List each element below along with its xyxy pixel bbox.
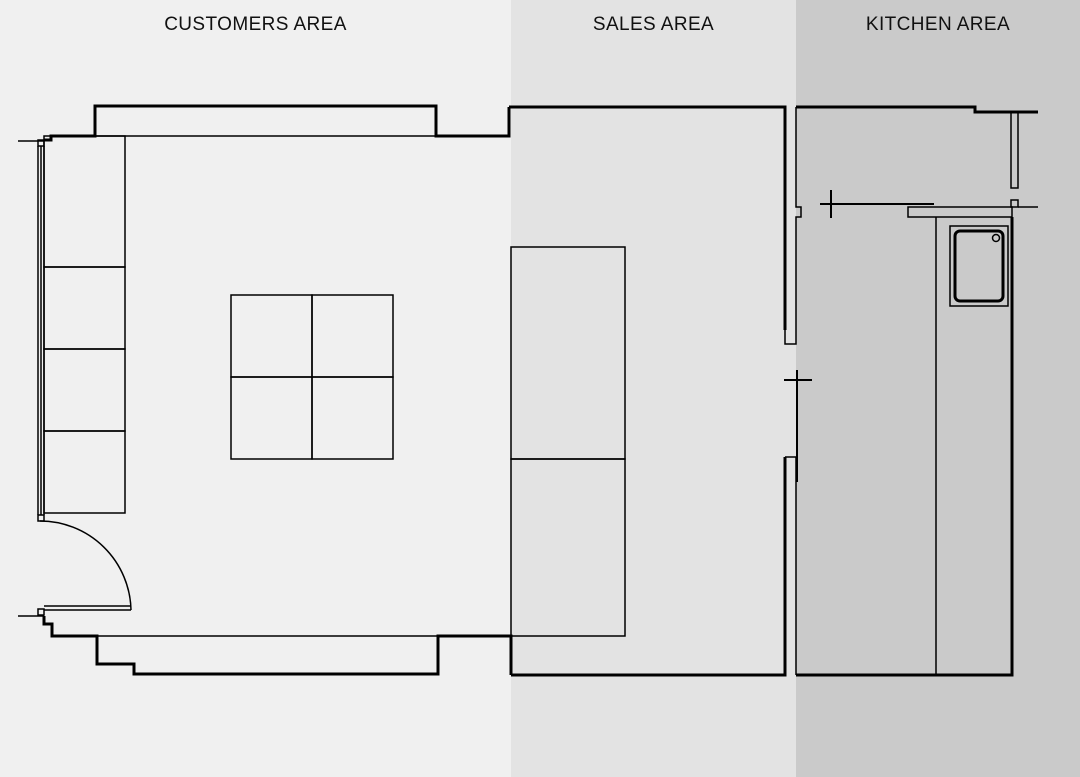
kitchen-top-wall: [796, 105, 1038, 114]
worktop-back-strip: [907, 206, 1013, 218]
sales-counter: [510, 246, 626, 637]
table-segment: [311, 294, 394, 378]
customers-top-wall: [44, 104, 511, 142]
bench-seat: [43, 135, 126, 268]
partition-upper: [784, 107, 802, 345]
kitchen-bottom-right-wall: [796, 217, 1014, 677]
sink-basin: [953, 229, 1005, 303]
front-window: [37, 139, 45, 522]
sales-area-label: SALES AREA: [592, 14, 715, 35]
bench-seat: [43, 348, 126, 432]
customers-bottom-wall: [42, 616, 513, 676]
kitchen-area-label: KITCHEN AREA: [865, 14, 1011, 35]
customers-area-zone: CUSTOMERS AREA: [0, 0, 511, 777]
door-hinge-post: [37, 608, 45, 616]
table-segment: [230, 294, 313, 378]
kitchen-worktop: [907, 206, 1013, 675]
door-swing-arc: [39, 520, 132, 611]
bench-seat: [43, 266, 126, 350]
back-door-post: [1010, 199, 1019, 208]
partition-lower: [785, 456, 797, 675]
customers-area-label: CUSTOMERS AREA: [164, 14, 347, 35]
sales-bottom-wall: [511, 457, 787, 677]
window-post-bottom: [37, 514, 45, 522]
bench-seat: [43, 430, 126, 514]
kitchen-area-zone: KITCHEN AREA: [796, 0, 1080, 777]
sales-walls: [509, 105, 787, 677]
customers-interior: [95, 135, 438, 637]
table-segment: [230, 376, 313, 460]
counter-section-bottom: [510, 458, 626, 637]
kitchen-partition: [784, 107, 812, 675]
center-table: [230, 294, 394, 460]
window-bench-seating: [43, 135, 126, 514]
sink-unit: [949, 225, 1009, 307]
entrance-door: [37, 520, 132, 616]
customers-outer-walls: [18, 104, 513, 676]
sales-top-wall: [509, 105, 787, 330]
sink-drain: [991, 233, 1001, 243]
counter-section-top: [510, 246, 626, 460]
sales-area-zone: SALES AREA: [511, 0, 796, 777]
table-segment: [311, 376, 394, 460]
back-door-jamb: [1010, 111, 1019, 189]
kitchen-interior-door: [820, 190, 934, 218]
kitchen-walls: [796, 105, 1038, 677]
